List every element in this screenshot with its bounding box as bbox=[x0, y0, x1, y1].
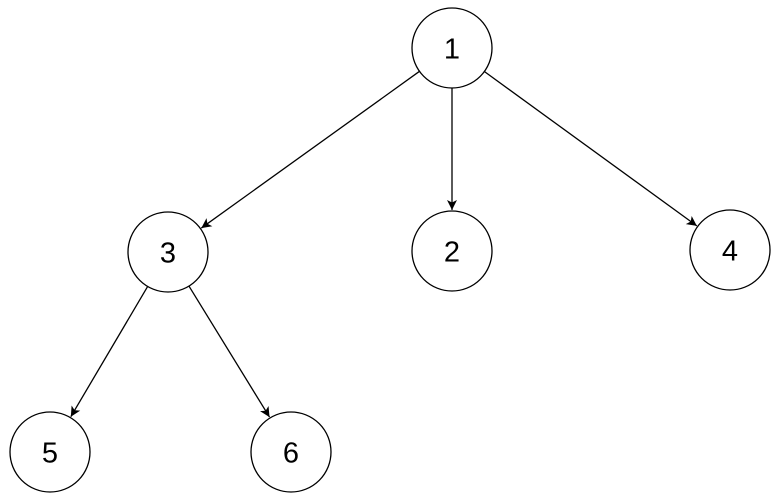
node-circle-4[interactable] bbox=[689, 209, 771, 291]
tree-node-5[interactable]: 5 bbox=[9, 411, 91, 493]
node-circle-1[interactable] bbox=[411, 7, 493, 89]
tree-node-6[interactable]: 6 bbox=[250, 411, 332, 493]
edge-arrow-3-to-6 bbox=[188, 285, 271, 418]
node-circle-6[interactable] bbox=[250, 411, 332, 493]
tree-node-1[interactable]: 1 bbox=[411, 7, 493, 89]
node-circle-3[interactable] bbox=[127, 211, 209, 293]
edge-arrow-1-to-3 bbox=[200, 70, 420, 229]
edge-arrow-3-to-5 bbox=[70, 286, 149, 418]
tree-node-3[interactable]: 3 bbox=[127, 211, 209, 293]
tree-node-2[interactable]: 2 bbox=[411, 210, 493, 292]
tree-node-4[interactable]: 4 bbox=[689, 209, 771, 291]
node-circle-5[interactable] bbox=[9, 411, 91, 493]
edge-arrow-1-to-4 bbox=[483, 70, 698, 227]
node-circle-2[interactable] bbox=[411, 210, 493, 292]
